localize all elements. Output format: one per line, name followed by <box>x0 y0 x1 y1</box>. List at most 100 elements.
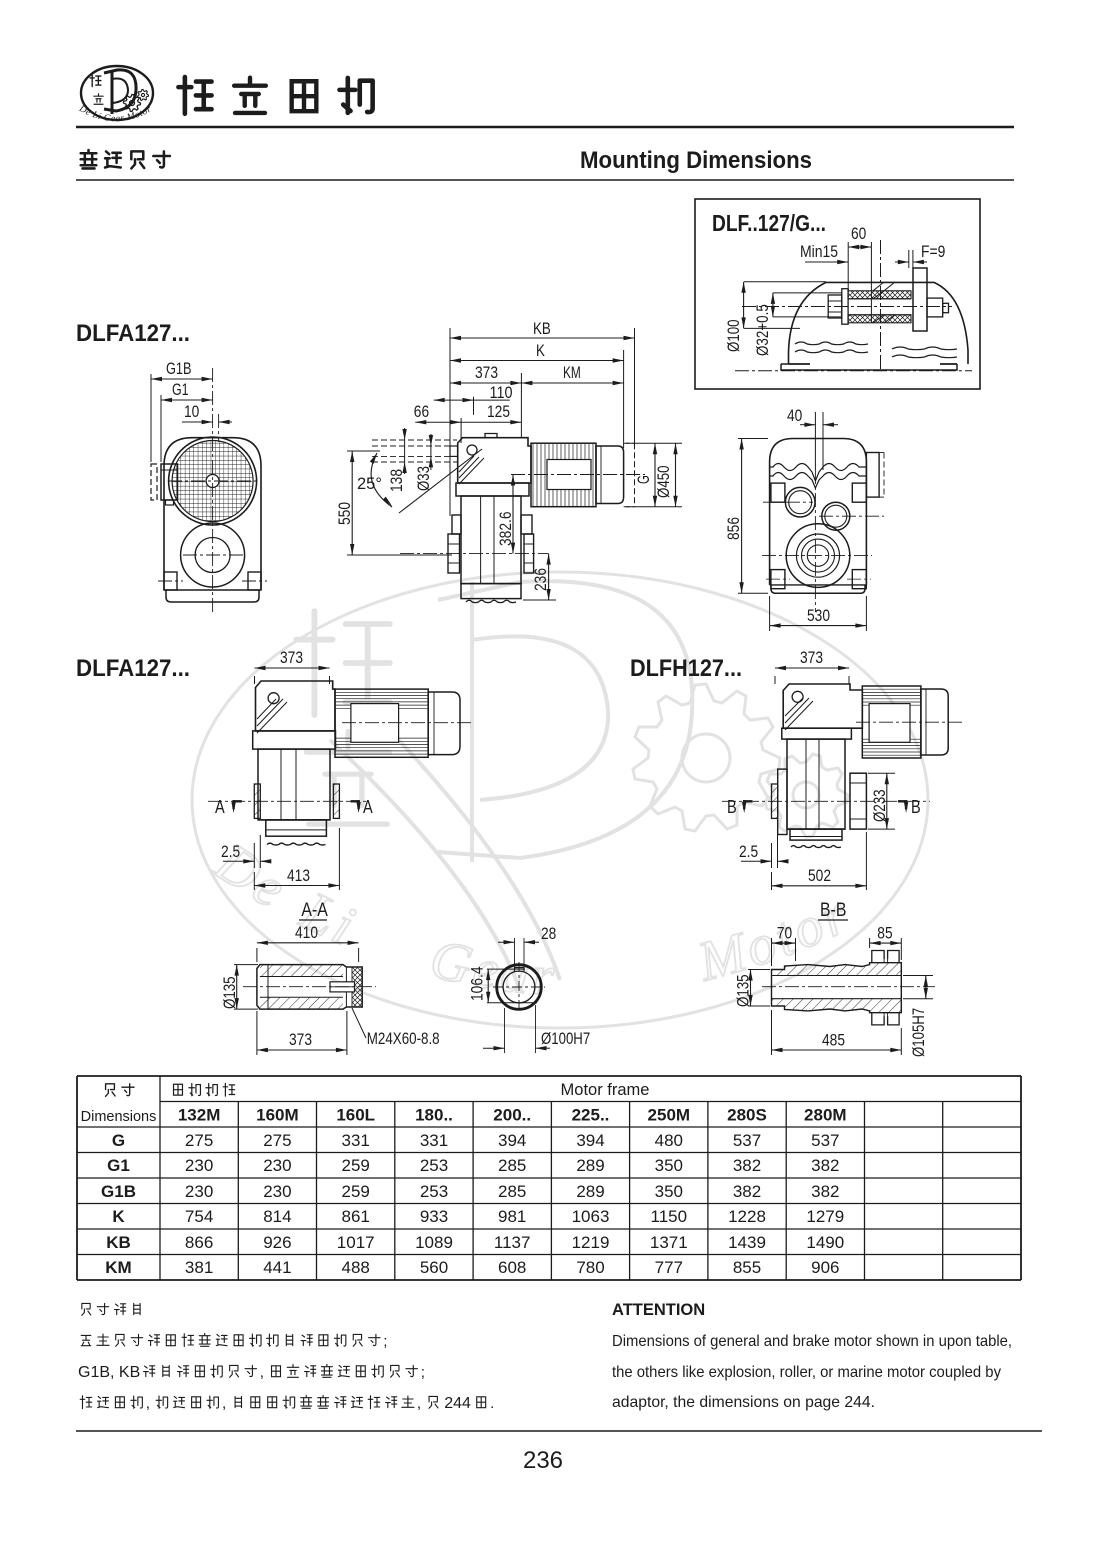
svg-text:B-B: B-B <box>820 900 846 921</box>
svg-text:A: A <box>363 797 373 817</box>
svg-text:1228: 1228 <box>728 1207 766 1226</box>
svg-text:KB: KB <box>533 320 551 338</box>
svg-text:DLFA127...: DLFA127... <box>76 320 190 347</box>
svg-text:Ø100: Ø100 <box>725 319 743 352</box>
svg-text:382: 382 <box>811 1182 839 1201</box>
svg-text:G1: G1 <box>107 1156 130 1175</box>
svg-text:780: 780 <box>576 1258 604 1277</box>
svg-text:85: 85 <box>877 925 892 943</box>
svg-text:adaptor, the dimensions on pag: adaptor, the dimensions on page 244. <box>612 1394 875 1411</box>
svg-text:1150: 1150 <box>651 1207 688 1226</box>
svg-text:608: 608 <box>498 1258 526 1277</box>
svg-text:537: 537 <box>733 1131 761 1150</box>
svg-text:1371: 1371 <box>650 1233 688 1252</box>
svg-text:933: 933 <box>420 1207 448 1226</box>
svg-text:275: 275 <box>263 1131 291 1150</box>
svg-text:Ø105H7: Ø105H7 <box>910 1008 928 1057</box>
svg-text:70: 70 <box>777 925 792 943</box>
svg-text:861: 861 <box>342 1207 370 1226</box>
svg-text:480: 480 <box>655 1131 683 1150</box>
svg-text:Ø450: Ø450 <box>655 465 673 498</box>
svg-text:1137: 1137 <box>494 1233 531 1252</box>
svg-text:A-A: A-A <box>301 900 328 921</box>
svg-text:1017: 1017 <box>337 1233 375 1252</box>
svg-text:560: 560 <box>420 1258 448 1277</box>
svg-text:373: 373 <box>280 649 303 667</box>
svg-text:777: 777 <box>655 1258 683 1277</box>
svg-text:Dimensions of general and brak: Dimensions of general and brake motor sh… <box>612 1333 1012 1350</box>
svg-text:132M: 132M <box>178 1106 221 1125</box>
svg-text:Ø100H7: Ø100H7 <box>541 1030 590 1048</box>
svg-text:K: K <box>112 1207 125 1226</box>
svg-text:1089: 1089 <box>415 1233 453 1252</box>
svg-text:Mounting Dimensions: Mounting Dimensions <box>580 147 812 174</box>
svg-text:537: 537 <box>811 1131 839 1150</box>
svg-text:394: 394 <box>576 1131 604 1150</box>
svg-text:502: 502 <box>808 867 831 885</box>
svg-text:259: 259 <box>342 1182 370 1201</box>
svg-text:Motor: Motor <box>691 882 860 994</box>
svg-text:382.6: 382.6 <box>497 512 515 547</box>
svg-text:373: 373 <box>800 649 823 667</box>
svg-text:B: B <box>727 797 737 817</box>
svg-text:236: 236 <box>532 568 550 591</box>
svg-text:106.4: 106.4 <box>469 967 487 1002</box>
svg-text:200..: 200.. <box>493 1106 531 1125</box>
svg-text:F=9: F=9 <box>921 243 945 261</box>
svg-text:1219: 1219 <box>572 1233 610 1252</box>
svg-text:230: 230 <box>263 1156 291 1175</box>
svg-text:373: 373 <box>289 1031 312 1049</box>
svg-text:110: 110 <box>490 384 513 402</box>
svg-text:350: 350 <box>655 1156 683 1175</box>
svg-text:25°: 25° <box>357 475 382 493</box>
svg-text:382: 382 <box>733 1156 761 1175</box>
svg-text:G: G <box>112 1131 125 1150</box>
svg-text:331: 331 <box>342 1131 370 1150</box>
svg-text:Ø233: Ø233 <box>871 789 889 822</box>
svg-text:,: , <box>222 1395 226 1412</box>
svg-text:1063: 1063 <box>572 1207 610 1226</box>
svg-text:40: 40 <box>787 407 802 425</box>
svg-text:253: 253 <box>420 1156 448 1175</box>
svg-text:;: ; <box>383 1333 387 1350</box>
svg-text:K: K <box>536 342 545 360</box>
svg-text:413: 413 <box>287 867 310 885</box>
svg-text:285: 285 <box>498 1156 526 1175</box>
svg-text:G1B, KB: G1B, KB <box>78 1364 140 1381</box>
svg-text:856: 856 <box>725 517 743 540</box>
svg-text:488: 488 <box>342 1258 370 1277</box>
svg-text:KB: KB <box>106 1233 131 1252</box>
svg-text:G: G <box>635 475 653 484</box>
svg-text:259: 259 <box>342 1156 370 1175</box>
svg-text:;: ; <box>421 1364 425 1381</box>
svg-text:DLF..127/G...: DLF..127/G... <box>712 210 826 236</box>
svg-text:754: 754 <box>185 1207 213 1226</box>
svg-text:441: 441 <box>263 1258 291 1277</box>
svg-text:382: 382 <box>733 1182 761 1201</box>
svg-text:DLFH127...: DLFH127... <box>630 655 742 682</box>
svg-text:Ø32+0.5: Ø32+0.5 <box>754 304 772 356</box>
svg-text:G1: G1 <box>172 381 189 399</box>
svg-text:Ø135: Ø135 <box>735 974 753 1007</box>
svg-text:250M: 250M <box>648 1106 691 1125</box>
svg-text:926: 926 <box>263 1233 291 1252</box>
svg-text:236: 236 <box>523 1447 563 1474</box>
svg-text:280S: 280S <box>727 1106 767 1125</box>
svg-text:530: 530 <box>807 607 830 625</box>
svg-text:381: 381 <box>185 1258 213 1277</box>
svg-text:814: 814 <box>263 1207 291 1226</box>
svg-text:160L: 160L <box>336 1106 375 1125</box>
svg-text:28: 28 <box>541 925 556 943</box>
svg-text:Ø135: Ø135 <box>221 976 239 1009</box>
svg-text:855: 855 <box>733 1258 761 1277</box>
svg-text:2.5: 2.5 <box>739 843 758 861</box>
svg-text:KM: KM <box>105 1258 131 1277</box>
svg-text:A: A <box>215 797 225 817</box>
svg-text:350: 350 <box>655 1182 683 1201</box>
svg-text:230: 230 <box>185 1182 213 1201</box>
svg-text:Motor frame: Motor frame <box>561 1081 650 1099</box>
svg-text:410: 410 <box>295 924 318 942</box>
svg-text:10: 10 <box>184 403 199 421</box>
svg-text:289: 289 <box>576 1182 604 1201</box>
svg-text:M24X60-8.8: M24X60-8.8 <box>367 1030 440 1048</box>
